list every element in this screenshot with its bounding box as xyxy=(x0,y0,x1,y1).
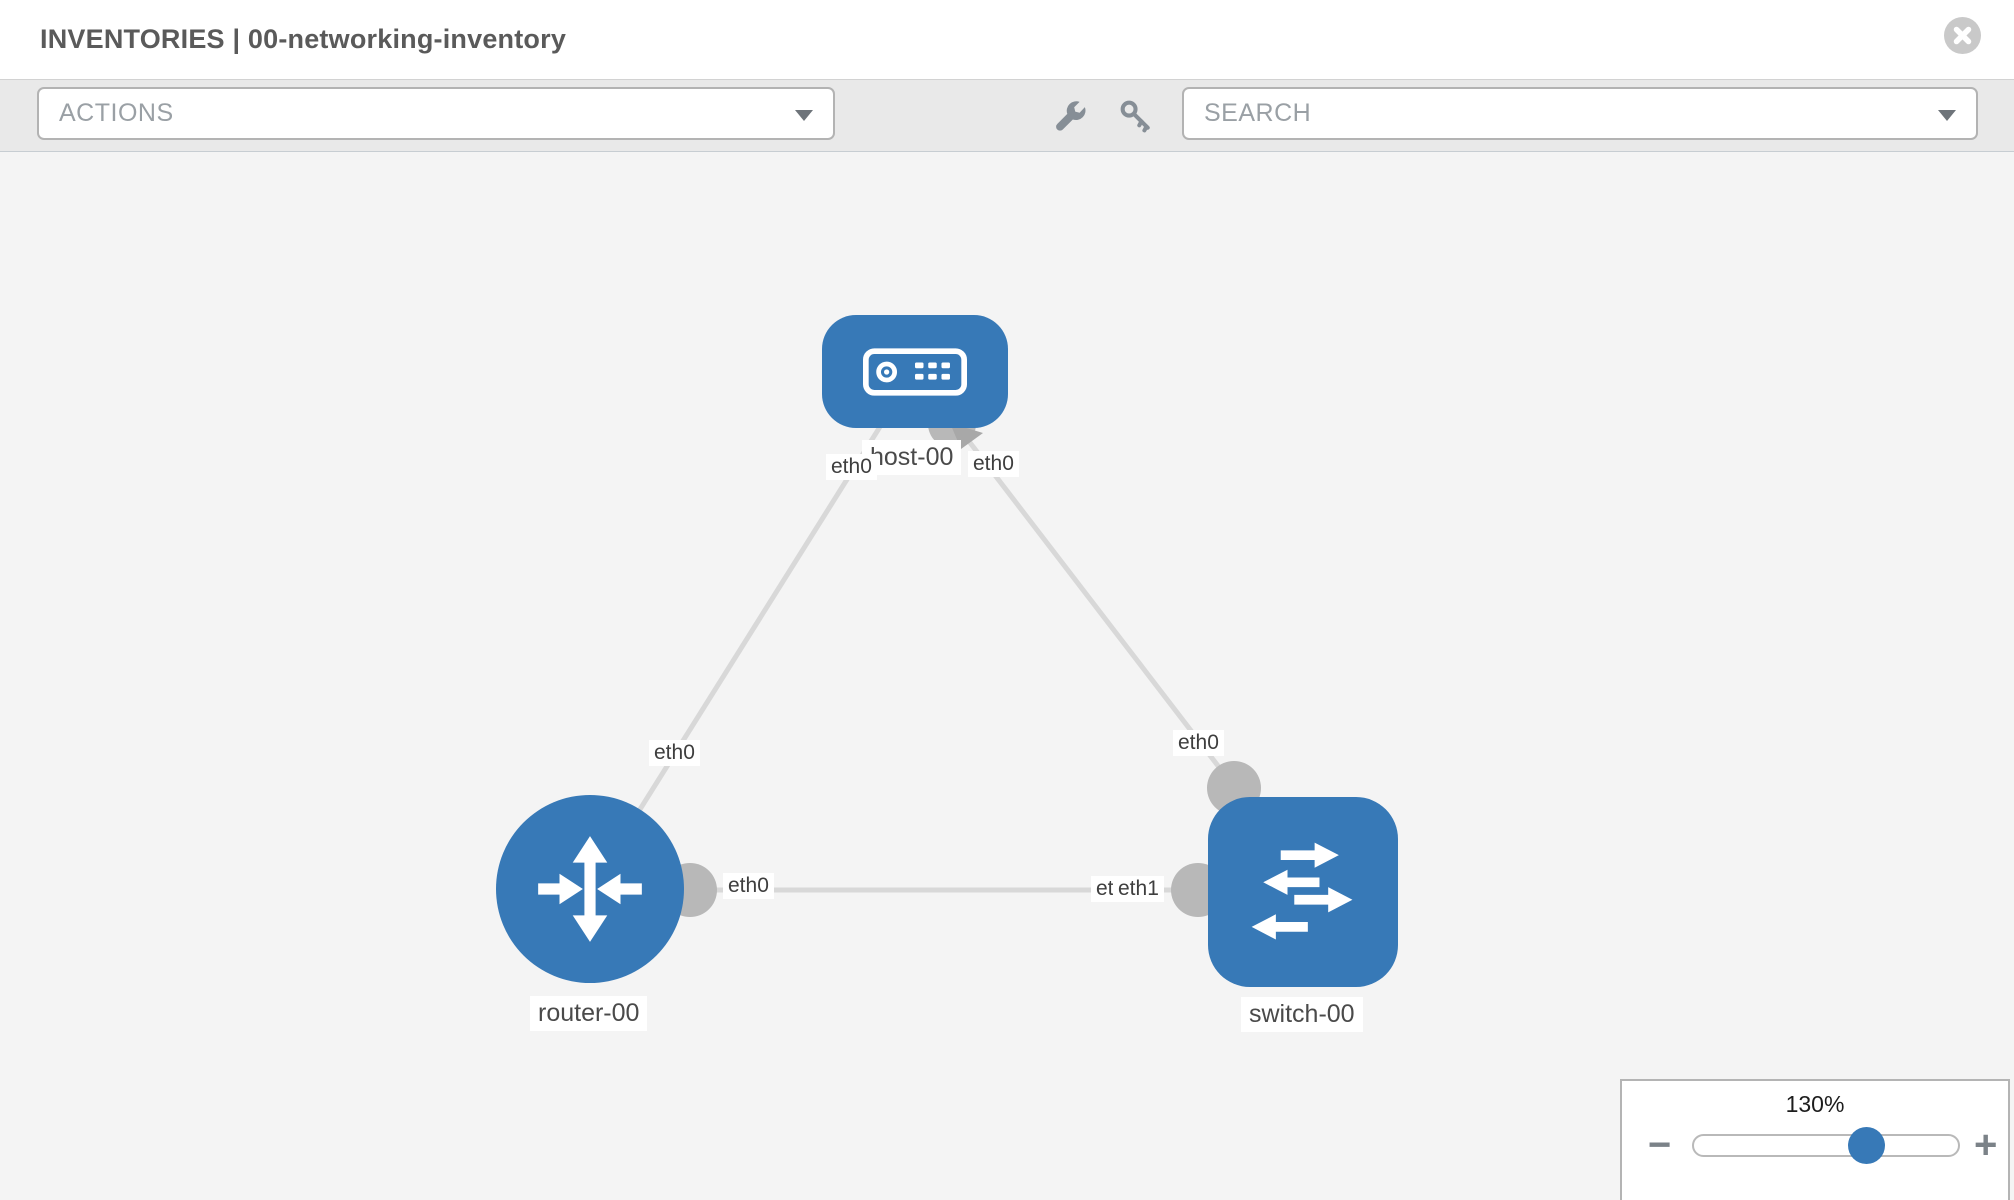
switch-icon xyxy=(1251,842,1353,940)
zoom-out-button[interactable]: − xyxy=(1648,1123,1672,1167)
topology-links-layer xyxy=(587,369,1261,917)
port-label-eth0: eth0 xyxy=(968,451,1019,477)
node-router-00[interactable] xyxy=(496,795,684,983)
close-button[interactable] xyxy=(1944,17,1981,54)
actions-dropdown[interactable]: ACTIONS xyxy=(37,87,835,140)
key-icon xyxy=(1120,100,1150,133)
node-label-switch-00: switch-00 xyxy=(1241,997,1363,1032)
search-dropdown[interactable]: SEARCH xyxy=(1182,87,1978,140)
router-icon xyxy=(538,836,642,942)
node-label-router-00: router-00 xyxy=(530,996,648,1031)
credentials-button[interactable] xyxy=(1114,94,1158,138)
toolbar: ACTIONS SEARCH xyxy=(0,79,2014,152)
search-placeholder: SEARCH xyxy=(1204,99,1312,127)
page-title: INVENTORIES | 00-networking-inventory xyxy=(40,24,567,54)
chevron-down-icon xyxy=(1938,110,1956,121)
port-label-eth0: eth0 xyxy=(826,454,877,480)
wrench-icon xyxy=(1056,101,1086,131)
node-switch-00[interactable] xyxy=(1208,797,1398,987)
header: INVENTORIES | 00-networking-inventory xyxy=(0,0,2014,79)
host-icon xyxy=(863,347,967,396)
zoom-level: 130% xyxy=(1785,1091,1845,1117)
zoom-in-button[interactable]: + xyxy=(1974,1123,1998,1167)
tools-button[interactable] xyxy=(1048,94,1092,138)
port-label-eth0: eth0 xyxy=(1173,730,1224,756)
zoom-control-panel: 130% − + xyxy=(1620,1079,2010,1200)
port-label-eth0: eth0 xyxy=(649,740,700,766)
zoom-slider[interactable] xyxy=(1692,1127,1960,1164)
zoom-slider-handle[interactable] xyxy=(1848,1127,1885,1164)
port-label-eth0: eth0 xyxy=(723,873,774,899)
chevron-down-icon xyxy=(795,110,813,121)
node-host-00[interactable] xyxy=(822,315,1008,428)
port-label-eth1: eth1 xyxy=(1113,876,1164,902)
actions-dropdown-value: ACTIONS xyxy=(59,99,174,127)
topology-canvas[interactable]: host-00 router-00 switch-00 eth0 eth0 et… xyxy=(0,152,2014,1200)
close-icon xyxy=(1953,26,1972,45)
node-label-host-00: host-00 xyxy=(862,440,962,475)
